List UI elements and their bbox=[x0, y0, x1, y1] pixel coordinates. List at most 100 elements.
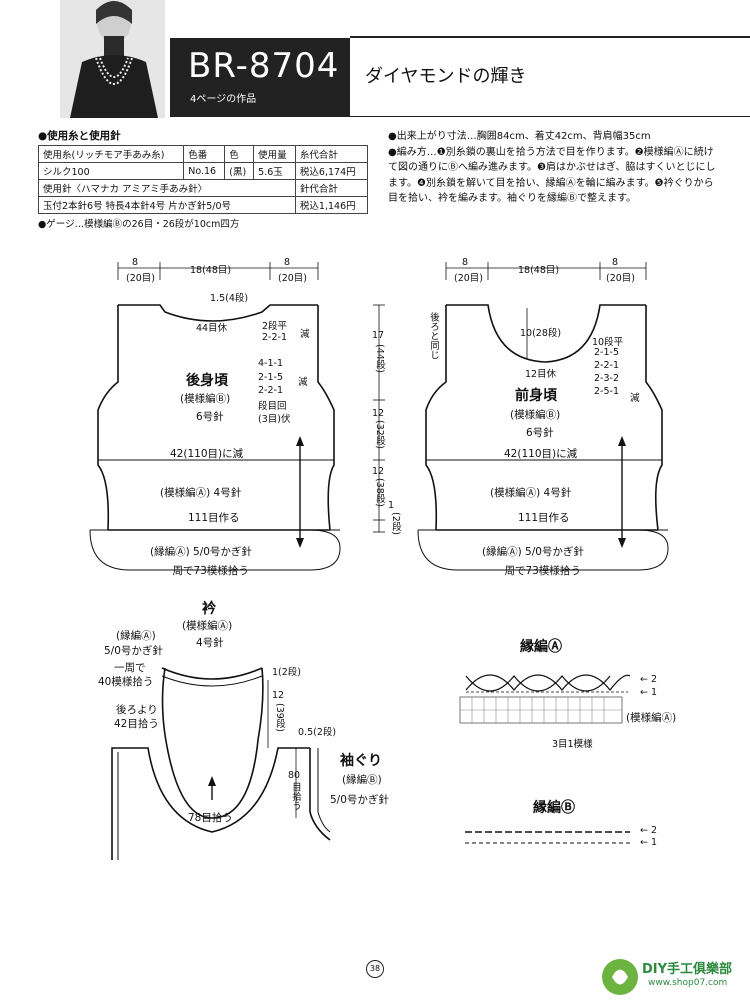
back-lower-pattern: (模様編Ⓐ) 4号針 bbox=[160, 487, 242, 499]
collar-edge-a-needle: 5/0号かぎ針 bbox=[104, 645, 163, 657]
edge-a-chart bbox=[459, 674, 631, 724]
edge-b-row1: ← 1 bbox=[640, 837, 658, 848]
back-arm-4: 段目回 bbox=[258, 401, 287, 412]
back-width-right-sub: (20目) bbox=[278, 273, 308, 284]
front-neck-dec2: 2-1-5 bbox=[594, 347, 619, 358]
armhole-edge: (縁編Ⓑ) bbox=[342, 774, 382, 786]
armhole-dim: 0.5(2段) bbox=[298, 727, 337, 738]
collar-round2: 40模様拾う bbox=[98, 676, 154, 688]
collar-needle: 4号針 bbox=[196, 637, 224, 649]
dim-17: 17 bbox=[372, 330, 385, 341]
collar-back-from: 後ろより bbox=[116, 704, 158, 716]
front-width-left-sub: (20目) bbox=[454, 273, 484, 284]
yarn-table: 使用糸(リッチモア手あみ糸) 色番 色 使用量 糸代合計 シルク100 No.1… bbox=[37, 145, 369, 214]
front-width-right: 8 bbox=[612, 257, 619, 268]
method-steps: ●編み方…❶別糸鎖の裏山を拾う方法で目を作ります。❷模様編Ⓐに続けて図の通りにⒷ… bbox=[388, 146, 716, 205]
edge-b-row2: ← 2 bbox=[640, 825, 658, 836]
gauge-text: ●ゲージ…模様編Ⓑの26目・26段が10cm四方 bbox=[38, 219, 240, 230]
front-neck-dec4: 2-3-2 bbox=[594, 373, 619, 384]
collar-round1: 一周で bbox=[114, 662, 146, 674]
dim-12b-sub: (38段) bbox=[374, 478, 385, 508]
edge-a-row2: ← 2 bbox=[640, 674, 658, 685]
edge-b-title: 縁編Ⓑ bbox=[533, 800, 575, 816]
back-pickup: 一周で73模様拾う bbox=[162, 565, 249, 577]
edge-a-title: 縁編Ⓐ bbox=[520, 639, 562, 655]
collar-outline bbox=[111, 667, 331, 860]
front-neck-depth: 10(28段) bbox=[520, 328, 562, 339]
needle-data-row: 玉付2本針6号 特長4本針4号 片かぎ針5/0号 税込1,146円 bbox=[38, 196, 369, 214]
front-cast-on: 111目作る bbox=[518, 512, 570, 524]
dim-12a-sub: (32段) bbox=[374, 420, 385, 450]
back-width-left-sub: (20目) bbox=[126, 273, 156, 284]
front-piece-name: 前身頃 bbox=[515, 388, 557, 404]
collar-title: 衿 bbox=[202, 601, 216, 617]
footer-logo: DIY手工俱樂部 www.shop07.com bbox=[598, 952, 748, 1002]
front-neck-dec1: 10段平 bbox=[592, 337, 624, 348]
dimension-lines bbox=[117, 262, 647, 818]
back-neck-dec2: 2-2-1 bbox=[262, 332, 287, 343]
back-width-left: 8 bbox=[132, 257, 139, 268]
header-bottom-rule bbox=[170, 116, 750, 117]
model-code: BR-8704 bbox=[188, 46, 340, 86]
edge-a-row1: ← 1 bbox=[640, 687, 658, 698]
collar-back-pick: 42目拾う bbox=[114, 718, 159, 730]
front-same-as-back: 後ろと同じ bbox=[428, 312, 439, 360]
back-width-right: 8 bbox=[284, 257, 291, 268]
dim-12b: 12 bbox=[372, 466, 385, 477]
page-number: 38 bbox=[366, 960, 384, 978]
dim-1-sub: (2段) bbox=[390, 512, 401, 535]
back-arm-1: 4-1-1 bbox=[258, 358, 283, 369]
back-arm-2: 2-1-5 bbox=[258, 372, 283, 383]
front-pattern: (模様編Ⓑ) bbox=[510, 409, 561, 421]
collar-side-dim: 12 bbox=[272, 690, 285, 701]
back-cast-on: 111目作る bbox=[188, 512, 240, 524]
header-top-rule bbox=[350, 36, 750, 38]
back-dec-line: 42(110目)に減 bbox=[170, 448, 244, 460]
collar-edge-a: (縁編Ⓐ) bbox=[116, 630, 156, 642]
front-pickup: 一周で73模様拾う bbox=[494, 565, 581, 577]
logo-url: www.shop07.com bbox=[648, 978, 728, 988]
front-neck-dec6: 減 bbox=[630, 393, 640, 404]
edge-b-chart bbox=[465, 831, 630, 844]
model-code-box: BR-8704 4ページの作品 bbox=[170, 38, 350, 116]
yarn-header-row: 使用糸(リッチモア手あみ糸) 色番 色 使用量 糸代合計 bbox=[37, 145, 369, 163]
back-arm-3: 2-2-1 bbox=[258, 385, 283, 396]
back-neck-rest: 44目休 bbox=[196, 323, 228, 334]
dim-1: 1 bbox=[388, 500, 395, 511]
front-neck-rest: 12目休 bbox=[525, 369, 557, 380]
armhole-needle: 5/0号かぎ針 bbox=[330, 794, 389, 806]
back-arm-dec: 減 bbox=[298, 377, 308, 388]
back-neck-depth: 1.5(4段) bbox=[210, 293, 249, 304]
needle-total-label: 針代合計 bbox=[294, 179, 369, 197]
collar-top-dim: 1(2段) bbox=[272, 667, 302, 678]
method-block: ●出来上がり寸法…胸囲84cm、着丈42cm、背肩幅35cm ●編み方…❶別糸鎖… bbox=[388, 129, 718, 207]
front-needle: 6号針 bbox=[526, 427, 554, 439]
materials-heading: ●使用糸と使用針 bbox=[38, 130, 121, 142]
edge-a-repeat: 3目1模様 bbox=[552, 739, 593, 750]
collar-side-dim-sub: (39段) bbox=[274, 703, 285, 733]
front-edge: (縁編Ⓐ) 5/0号かぎ針 bbox=[482, 546, 584, 558]
front-width-mid: 18(48目) bbox=[518, 265, 560, 276]
model-photo-illustration bbox=[60, 0, 165, 118]
logo-icon bbox=[602, 959, 638, 995]
needle-header-row: 使用針〈ハマナカ アミアミ手あみ針〉 針代合計 bbox=[38, 179, 369, 197]
armhole-title: 袖ぐり bbox=[340, 753, 382, 769]
collar-pattern: (模様編Ⓐ) bbox=[182, 620, 233, 632]
dim-17-sub: (44段) bbox=[374, 344, 385, 374]
model-photo bbox=[60, 0, 165, 118]
front-width-right-sub: (20目) bbox=[606, 273, 636, 284]
pattern-title: ダイヤモンドの輝き bbox=[365, 66, 527, 87]
dim-12a: 12 bbox=[372, 408, 385, 419]
front-dec-line: 42(110目)に減 bbox=[504, 448, 578, 460]
back-pattern: (模様編Ⓑ) bbox=[180, 393, 231, 405]
back-arm-5: (3目)伏 bbox=[258, 414, 291, 425]
armhole-pick1: 80 bbox=[288, 770, 301, 781]
back-width-mid: 18(48目) bbox=[190, 265, 232, 276]
armhole-pick2: 目拾う bbox=[290, 782, 301, 811]
front-neck-dec3: 2-2-1 bbox=[594, 360, 619, 371]
collar-front-pick: 78目拾う bbox=[188, 812, 233, 824]
logo-text: DIY手工俱樂部 bbox=[642, 962, 733, 977]
back-body-outline bbox=[89, 304, 341, 571]
back-edge: (縁編Ⓐ) 5/0号かぎ針 bbox=[150, 546, 252, 558]
